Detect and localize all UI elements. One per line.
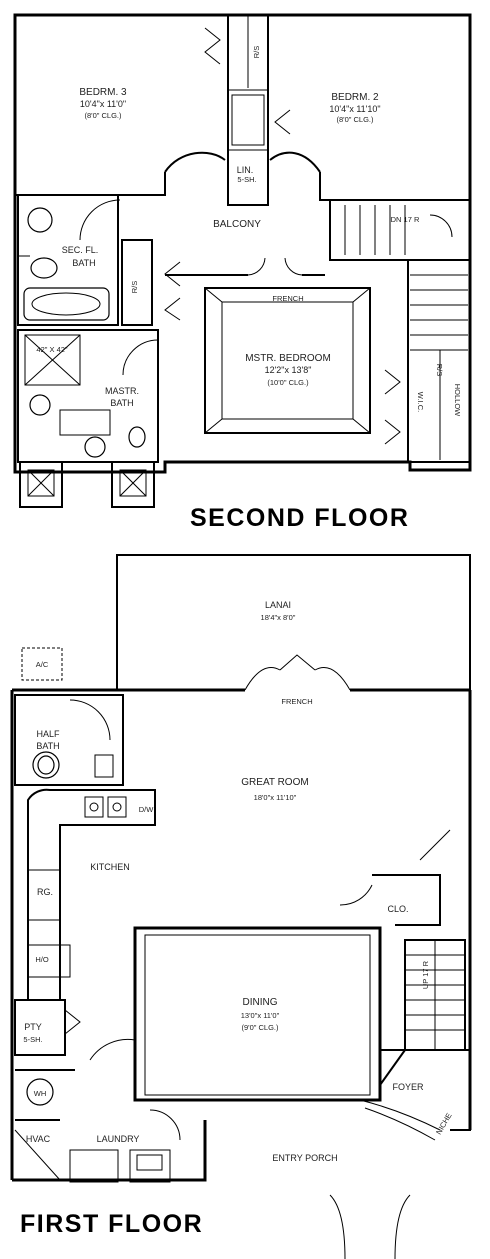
wic-label: W.I.C. [416, 392, 425, 412]
ho-label: H/O [35, 955, 49, 964]
entry-porch-label: ENTRY PORCH [272, 1153, 337, 1163]
mstr-bedroom-ceiling: (10'0" CLG.) [267, 378, 309, 387]
french-label-1f: FRENCH [281, 697, 312, 706]
lanai-name: LANAI [265, 600, 291, 610]
pty-label-2: 5-SH. [23, 1035, 42, 1044]
great-room-name: GREAT ROOM [241, 777, 308, 788]
dining-size: 13'0"x 11'0" [241, 1011, 280, 1020]
bedrm3-size: 10'4"x 11'0" [80, 99, 126, 109]
mstr-bedroom-name: MSTR. BEDROOM [245, 353, 331, 364]
foyer-label: FOYER [392, 1082, 424, 1092]
clo-label: CLO. [387, 904, 408, 914]
hvac-label: HVAC [26, 1134, 51, 1144]
mstr-bath-label-2: BATH [110, 398, 133, 408]
balcony-label: BALCONY [213, 219, 261, 230]
bedrm3-name: BEDRM. 3 [79, 87, 127, 98]
lin-label: LIN. [237, 165, 254, 175]
rg-label: RG. [37, 887, 53, 897]
half-bath-label-2: BATH [36, 741, 59, 751]
bedrm2-name: BEDRM. 2 [331, 92, 379, 103]
lin-detail: 5-SH. [237, 175, 256, 184]
first-floor-plan: LANAI 18'4"x 8'0" A/C FRENCH HALF BATH G… [10, 554, 472, 1259]
great-room-size: 18'0"x 11'10" [254, 793, 297, 802]
french-label-2f: FRENCH [272, 294, 303, 303]
pty-label-1: PTY [24, 1022, 42, 1032]
dw-label: D/W [139, 805, 155, 814]
dining-name: DINING [243, 997, 278, 1008]
dn-stair-label: DN 17 R [391, 215, 420, 224]
rs-right-label: R/S [435, 364, 444, 377]
sec-bath-label-2: BATH [72, 258, 95, 268]
first-floor-title: FIRST FLOOR [20, 1210, 203, 1238]
shower-label: 42" X 42" [36, 345, 68, 354]
hollow-label: HOLLOW [453, 384, 462, 417]
laundry-label: LAUNDRY [97, 1134, 140, 1144]
mstr-bath-label-1: MASTR. [105, 386, 139, 396]
mstr-bedroom-size: 12'2"x 13'8" [265, 365, 312, 375]
rs-left-label: R/S [130, 281, 139, 294]
lanai-size: 18'4"x 8'0" [261, 613, 296, 622]
niche-label: NICHE [434, 1111, 453, 1136]
sec-bath-label-1: SEC. FL. [62, 245, 99, 255]
half-bath-label-1: HALF [36, 729, 60, 739]
ac-label: A/C [36, 660, 49, 669]
dining-ceiling: (9'0" CLG.) [241, 1023, 279, 1032]
second-floor-plan: BEDRM. 3 10'4"x 11'0" (8'0" CLG.) BEDRM.… [13, 13, 472, 532]
wh-label: WH [34, 1089, 47, 1098]
up-stair-label: UP 17 R [421, 960, 430, 989]
rs-top-label: R/S [252, 46, 261, 59]
kitchen-label: KITCHEN [90, 862, 130, 872]
bedrm2-ceiling: (8'0" CLG.) [336, 115, 374, 124]
bedrm3-ceiling: (8'0" CLG.) [84, 111, 122, 120]
bedrm2-size: 10'4"x 11'10" [329, 104, 380, 114]
second-floor-title: SECOND FLOOR [190, 504, 409, 532]
